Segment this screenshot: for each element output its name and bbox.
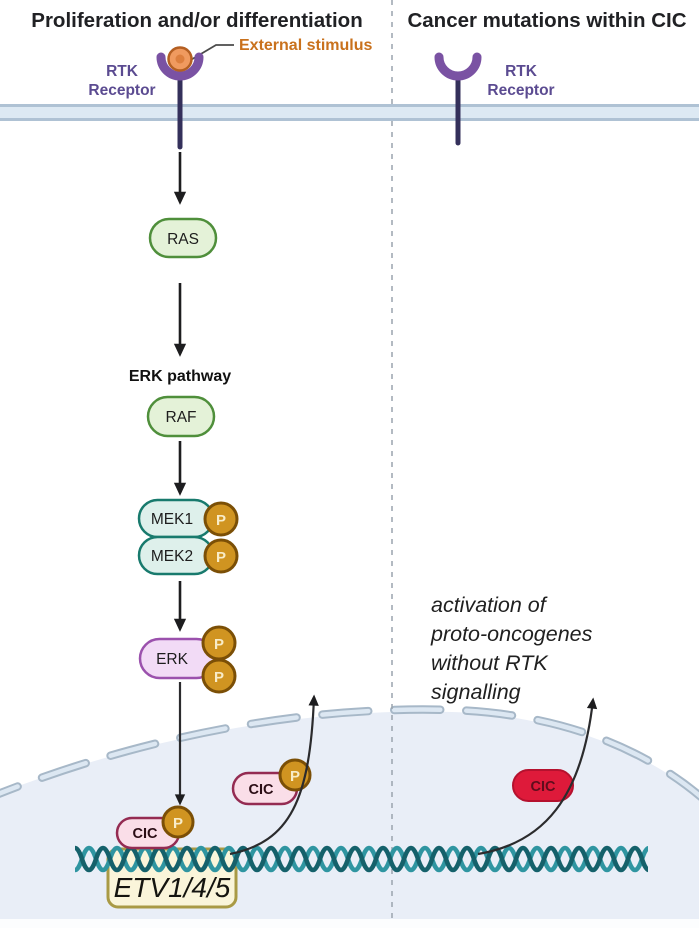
right-panel-title: Cancer mutations within CIC xyxy=(407,9,686,32)
nucleus-fill xyxy=(0,711,699,919)
arrow-cic-export-left xyxy=(229,694,319,856)
nuclear-envelope xyxy=(0,705,699,801)
mek2-phospho-label: P xyxy=(216,549,226,566)
erk-phospho-badge-2: P xyxy=(201,658,237,694)
rtk-label-right-line1: RTK xyxy=(505,63,538,80)
external-stimulus-label: External stimulus xyxy=(239,37,372,54)
cic-bound-phospho-label: P xyxy=(173,815,183,832)
annotation-line-3: without RTK xyxy=(431,651,549,675)
rtk-label-right-line2: Receptor xyxy=(487,82,554,99)
annotation-line-1: activation of xyxy=(431,593,548,617)
erk-pathway-label: ERK pathway xyxy=(129,368,231,385)
raf-label: RAF xyxy=(166,409,197,426)
cic-mutant-node: CIC xyxy=(512,769,574,802)
ras-node xyxy=(148,217,218,259)
mek2-label: MEK2 xyxy=(151,548,193,565)
arrow-cic-export-right xyxy=(477,697,598,856)
cic-released-label: CIC xyxy=(249,782,275,798)
mek1-phospho-badge: P xyxy=(203,501,239,537)
erk-phospho-label-1: P xyxy=(214,636,224,653)
cic-bound-label: CIC xyxy=(133,826,159,842)
rtk-receptor-left-icon xyxy=(156,46,204,150)
left-panel-title: Proliferation and/or differentiation xyxy=(31,9,362,32)
mek2-phospho-badge: P xyxy=(203,538,239,574)
rtk-label-left-line2: Receptor xyxy=(88,82,155,99)
erk-phospho-badge-1: P xyxy=(201,625,237,661)
annotation-line-2: proto-oncogenes xyxy=(430,622,593,646)
mek1-phospho-label: P xyxy=(216,512,226,529)
rtk-label-left-line1: RTK xyxy=(106,63,139,80)
dna-helix xyxy=(75,845,648,873)
annotation-line-4: signalling xyxy=(431,680,521,704)
rtk-receptor-right-icon xyxy=(434,52,482,146)
ras-label: RAS xyxy=(167,231,199,248)
erk-label: ERK xyxy=(156,651,189,668)
erk-phospho-label-2: P xyxy=(214,669,224,686)
cell-membrane xyxy=(0,104,699,121)
mek1-label: MEK1 xyxy=(151,511,193,528)
bottom-margin xyxy=(0,919,699,928)
cic-mutant-label: CIC xyxy=(531,779,557,795)
etv-gene-label: ETV1/4/5 xyxy=(114,872,231,903)
cic-released-phospho-label: P xyxy=(290,768,300,785)
raf-node xyxy=(146,395,216,438)
cic-bound-node: CIC P xyxy=(115,805,195,850)
annotation-activation: activation of proto-oncogenes without RT… xyxy=(430,593,593,704)
